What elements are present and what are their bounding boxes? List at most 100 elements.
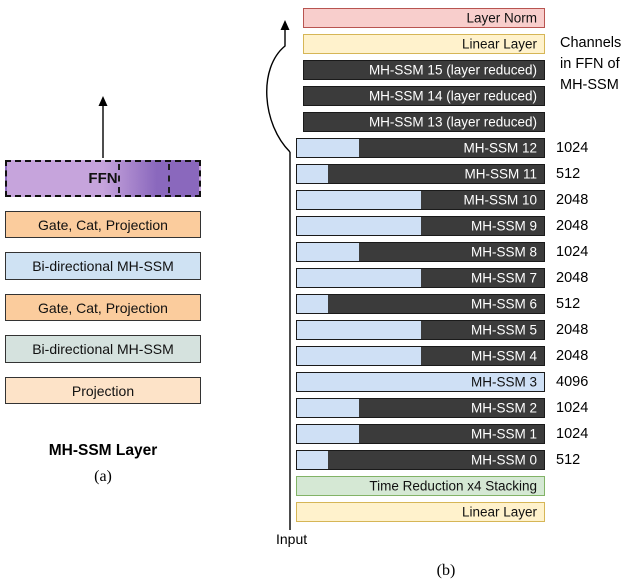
block-time-reduction-x4-stacking: Time Reduction x4 Stacking xyxy=(296,476,545,496)
block-mh-ssm-7: MH-SSM 7 xyxy=(296,268,545,288)
ffn-channel-count: 2048 xyxy=(556,218,589,234)
block-mh-ssm-5: MH-SSM 5 xyxy=(296,320,545,340)
block-layer-norm: Layer Norm xyxy=(303,8,545,28)
block-label: MH-SSM 6 xyxy=(470,296,537,312)
ffn-channel-count: 2048 xyxy=(556,192,589,208)
block-gate-cat-projection-gate: Gate, Cat, Projection xyxy=(5,211,201,238)
block-label: MH-SSM 4 xyxy=(470,348,537,364)
layer-row: MH-SSM 3 4096 xyxy=(296,372,600,392)
ffn-channel-count: 512 xyxy=(556,166,581,182)
ffn-channel-count: 512 xyxy=(556,296,581,312)
panel-b-caption: (b) xyxy=(436,562,456,579)
block-label: Linear Layer xyxy=(461,36,537,52)
ffn-channels-fill xyxy=(297,139,359,157)
ffn-channel-count: 2048 xyxy=(556,322,589,338)
ffn-channels-fill xyxy=(297,191,421,209)
block-label: MH-SSM 14 (layer reduced) xyxy=(368,88,537,104)
block-mh-ssm-11: MH-SSM 11 xyxy=(296,164,545,184)
panel-a-title: MH-SSM Layer xyxy=(48,442,158,459)
layer-row: MH-SSM 5 2048 xyxy=(296,320,600,340)
block-label: MH-SSM 3 xyxy=(470,374,537,390)
block-mh-ssm-4: MH-SSM 4 xyxy=(296,346,545,366)
block-projection-proj: Projection xyxy=(5,377,201,404)
layer-row: MH-SSM 4 2048 xyxy=(296,346,600,366)
layer-row: MH-SSM 11 512 xyxy=(296,164,600,184)
layer-row: MH-SSM 14 (layer reduced) xyxy=(296,86,600,106)
ffn-channels-fill xyxy=(297,243,359,261)
block-mh-ssm-2: MH-SSM 2 xyxy=(296,398,545,418)
block-label: Bi-directional MH-SSM xyxy=(32,341,174,357)
block-label: Layer Norm xyxy=(466,10,537,26)
layer-row: Time Reduction x4 Stacking xyxy=(296,476,600,496)
layer-row: MH-SSM 15 (layer reduced) xyxy=(296,60,600,80)
ffn-channel-count: 512 xyxy=(556,452,581,468)
block-linear-layer: Linear Layer xyxy=(296,502,545,522)
block-label: Time Reduction x4 Stacking xyxy=(369,478,537,494)
ffn-channels-fill xyxy=(297,269,421,287)
channels-annotation: Channels in FFN of MH-SSM xyxy=(560,35,622,93)
block-label: MH-SSM 5 xyxy=(470,322,537,338)
ffn-channels-fill xyxy=(297,373,544,391)
ffn-channel-count: 2048 xyxy=(556,270,589,286)
block-label: MH-SSM 2 xyxy=(470,400,537,416)
block-label: Gate, Cat, Projection xyxy=(38,299,168,316)
block-label: Gate, Cat, Projection xyxy=(38,216,168,233)
layer-row: MH-SSM 10 2048 xyxy=(296,190,600,210)
block-mh-ssm-6: MH-SSM 6 xyxy=(296,294,545,314)
block-mh-ssm-9: MH-SSM 9 xyxy=(296,216,545,236)
ffn-channel-count: 2048 xyxy=(556,348,589,364)
block-label: MH-SSM 8 xyxy=(470,244,537,260)
ffn-channels-fill xyxy=(297,217,421,235)
layer-row: MH-SSM 6 512 xyxy=(296,294,600,314)
block-label: MH-SSM 13 (layer reduced) xyxy=(368,114,537,130)
block-mh-ssm-1: MH-SSM 1 xyxy=(296,424,545,444)
block-mh-ssm-3: MH-SSM 3 xyxy=(296,372,545,392)
ffn-channel-count: 1024 xyxy=(556,400,589,416)
block-label: MH-SSM 10 xyxy=(463,192,537,208)
layer-row: MH-SSM 13 (layer reduced) xyxy=(296,112,600,132)
ffn-channels-fill xyxy=(297,425,359,443)
ffn-channels-fill xyxy=(297,165,328,183)
block-label: MH-SSM 7 xyxy=(470,270,537,286)
ffn-channels-fill xyxy=(297,347,421,365)
block-mh-ssm-15-layer-reduced: MH-SSM 15 (layer reduced) xyxy=(303,60,545,80)
arrow-heads xyxy=(98,20,290,106)
block-label: MH-SSM 15 (layer reduced) xyxy=(368,62,537,78)
block-mh-ssm-12: MH-SSM 12 xyxy=(296,138,545,158)
panel-a-arrowhead xyxy=(98,96,108,106)
ffn-split-dashed-line xyxy=(118,164,121,193)
panel-a-caption: (a) xyxy=(94,468,112,485)
block-ffn-ffn: FFN xyxy=(5,160,201,197)
ffn-channel-count: 1024 xyxy=(556,426,589,442)
block-label: MH-SSM 9 xyxy=(470,218,537,234)
block-label: MH-SSM 0 xyxy=(470,452,537,468)
ffn-split-dashed-line xyxy=(168,164,171,193)
ffn-channels-fill xyxy=(297,451,328,469)
block-label: Projection xyxy=(71,382,135,399)
panel-b-arrowhead xyxy=(280,20,290,30)
block-mh-ssm-10: MH-SSM 10 xyxy=(296,190,545,210)
ffn-channels-fill xyxy=(297,399,359,417)
block-label: MH-SSM 12 xyxy=(463,140,537,156)
ffn-channels-fill xyxy=(297,295,328,313)
block-linear-layer: Linear Layer xyxy=(303,34,545,54)
ffn-channel-count: 4096 xyxy=(556,374,589,390)
layer-row: MH-SSM 1 1024 xyxy=(296,424,600,444)
layer-row: MH-SSM 7 2048 xyxy=(296,268,600,288)
layer-row: Linear Layer xyxy=(296,502,600,522)
layer-row: Layer Norm xyxy=(296,8,600,28)
layer-row: MH-SSM 2 1024 xyxy=(296,398,600,418)
block-mh-ssm-0: MH-SSM 0 xyxy=(296,450,545,470)
layer-row: MH-SSM 9 2048 xyxy=(296,216,600,236)
block-bi-directional-mh-ssm-bissm1: Bi-directional MH-SSM xyxy=(5,252,201,280)
layer-row: MH-SSM 0 512 xyxy=(296,450,600,470)
block-gate-cat-projection-gate: Gate, Cat, Projection xyxy=(5,294,201,321)
block-label: FFN xyxy=(88,170,118,187)
block-label: Linear Layer xyxy=(461,504,537,520)
block-mh-ssm-14-layer-reduced: MH-SSM 14 (layer reduced) xyxy=(303,86,545,106)
